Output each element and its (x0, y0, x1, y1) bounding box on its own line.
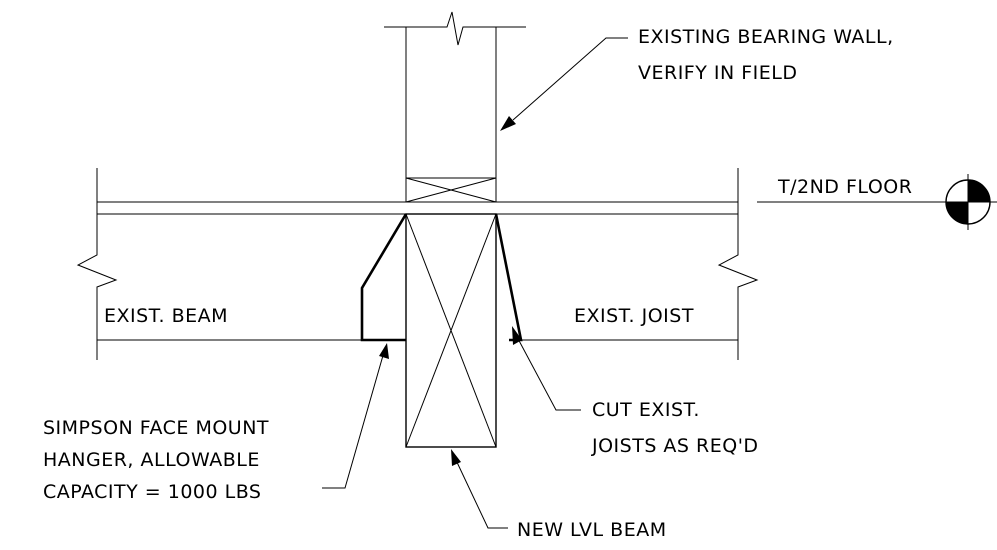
bearing-wall (384, 11, 526, 203)
bearing-wall-leader (500, 37, 628, 131)
cut-joists-label-line1: CUT EXIST. (592, 399, 700, 421)
hanger-label-line2: HANGER, ALLOWABLE (43, 449, 260, 471)
floor-level-marker: T/2ND FLOOR (757, 174, 997, 230)
exist-beam-label: EXIST. BEAM (104, 305, 228, 327)
bearing-wall-label-line1: EXISTING BEARING WALL, (638, 26, 894, 48)
new-beam-label: NEW LVL BEAM (517, 519, 667, 541)
floor-sheathing (97, 201, 738, 215)
existing-beam (76, 168, 362, 360)
existing-joist (521, 168, 759, 360)
cut-joists-label-line2: JOISTS AS REQ'D (591, 435, 759, 457)
face-mount-hanger (360, 213, 408, 342)
floor-level-label: T/2ND FLOOR (777, 176, 912, 198)
new-lvl-beam (405, 213, 497, 448)
cut-joists-leader (512, 326, 581, 411)
hanger-label-line1: SIMPSON FACE MOUNT (43, 417, 269, 439)
hanger-label-line3: CAPACITY = 1000 LBS (43, 481, 262, 503)
hanger-leader (322, 343, 389, 489)
cut-joist-edge (494, 213, 523, 342)
new-beam-leader (451, 449, 508, 529)
bearing-wall-label-line2: VERIFY IN FIELD (638, 62, 798, 84)
exist-joist-label: EXIST. JOIST (574, 305, 694, 327)
